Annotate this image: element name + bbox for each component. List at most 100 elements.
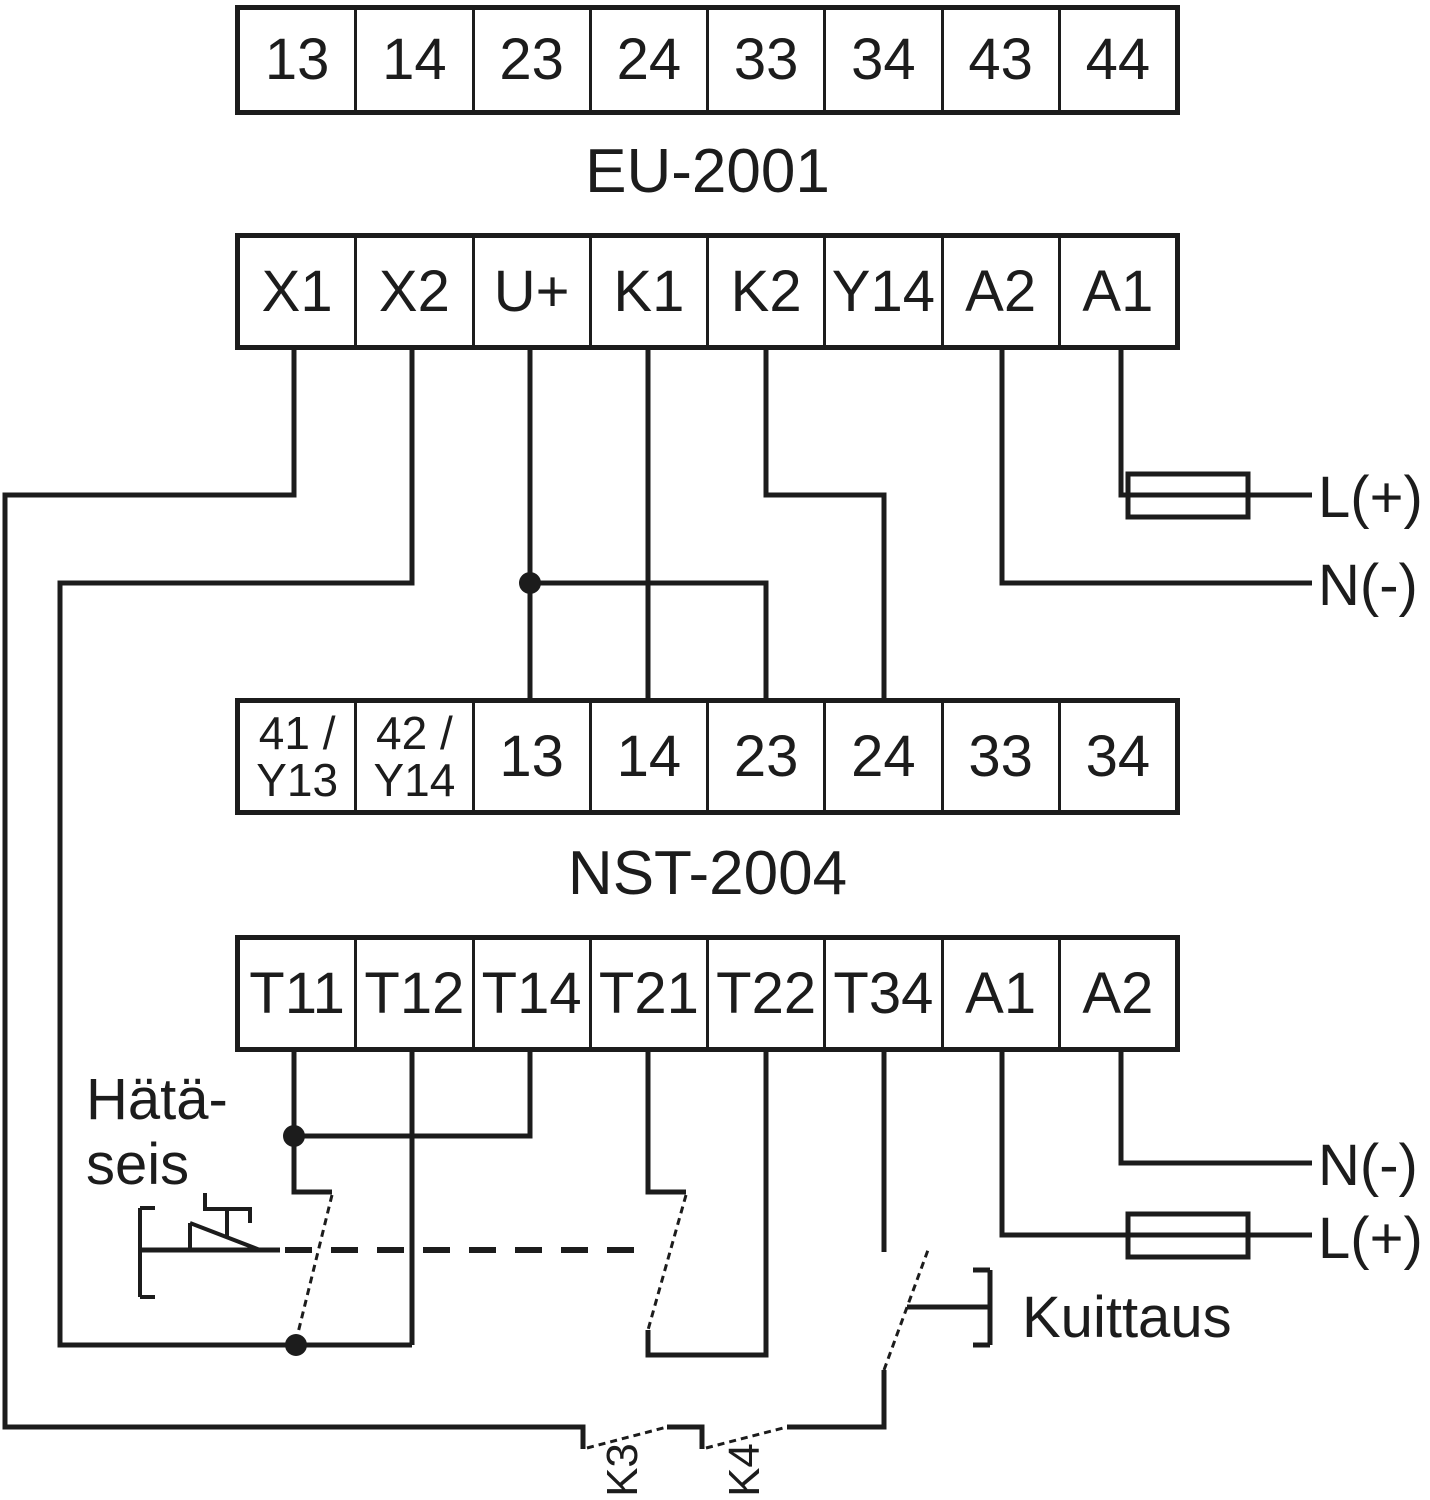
terminal-eu2001-44: 44 bbox=[1057, 10, 1175, 110]
terminal-label: 13 bbox=[499, 723, 564, 789]
terminal-label: T11 bbox=[249, 960, 345, 1026]
terminal-nst2004-13: 13 bbox=[471, 703, 589, 810]
wire-a2-neutral-top bbox=[999, 350, 1312, 586]
nst2004-upper-terminal-row: 41 / Y13 42 / Y14 13 14 23 24 33 34 bbox=[235, 698, 1180, 815]
terminal-label: 23 bbox=[499, 27, 564, 93]
terminal-label: 44 bbox=[1085, 27, 1151, 93]
wire-x1-return-loop bbox=[2, 350, 586, 1449]
reset-button-bracket bbox=[973, 1267, 993, 1348]
terminal-label: 24 bbox=[616, 27, 682, 93]
terminal-label: T22 bbox=[716, 960, 817, 1026]
wire-u-plus-branch bbox=[530, 580, 769, 698]
terminal-label: T14 bbox=[481, 960, 582, 1026]
terminal-eu2001-x1: X1 bbox=[240, 238, 354, 345]
terminal-label-line2: Y13 bbox=[256, 753, 339, 806]
estop-label-line2: seis bbox=[86, 1132, 190, 1197]
terminal-eu2001-23: 23 bbox=[471, 10, 589, 110]
wire-t11-t14-jumper bbox=[294, 1052, 533, 1139]
terminal-label: 43 bbox=[968, 27, 1033, 93]
terminal-label: A2 bbox=[1082, 960, 1154, 1026]
terminal-label: T21 bbox=[598, 960, 699, 1026]
terminal-nst2004-t22: T22 bbox=[706, 940, 823, 1047]
terminal-label-line1: 42 / bbox=[376, 706, 453, 759]
fuse-top bbox=[1125, 471, 1251, 520]
terminal-label: 33 bbox=[968, 723, 1033, 789]
wire-a2-neutral-bottom bbox=[1118, 1052, 1312, 1166]
terminal-eu2001-33: 33 bbox=[706, 10, 823, 110]
terminal-label: X2 bbox=[378, 258, 450, 324]
terminal-label: 34 bbox=[1085, 723, 1151, 789]
estop-label-line1: Hätä- bbox=[86, 1067, 228, 1132]
estop-contact-blade-1 bbox=[294, 1194, 334, 1342]
terminal-nst2004-t34: T34 bbox=[823, 940, 940, 1047]
terminal-nst2004-42-y14: 42 / Y14 bbox=[354, 703, 471, 810]
terminal-label: 33 bbox=[733, 27, 799, 93]
terminal-eu2001-43: 43 bbox=[940, 10, 1058, 110]
junction-dot-u-plus bbox=[519, 572, 541, 594]
terminal-eu2001-y14: Y14 bbox=[823, 238, 940, 345]
estop-actuator-triangle bbox=[188, 1221, 261, 1252]
terminal-nst2004-t21: T21 bbox=[588, 940, 706, 1047]
reset-contact-blade bbox=[882, 1249, 930, 1371]
terminal-eu2001-a1: A1 bbox=[1057, 238, 1175, 345]
terminal-nst2004-t14: T14 bbox=[471, 940, 589, 1047]
eu2001-module-title: EU-2001 bbox=[585, 137, 830, 206]
terminal-label: 14 bbox=[382, 27, 447, 93]
nst2004-module-title: NST-2004 bbox=[567, 839, 848, 908]
terminal-eu2001-x2: X2 bbox=[354, 238, 471, 345]
terminal-label: 24 bbox=[851, 723, 916, 789]
terminal-eu2001-13: 13 bbox=[240, 10, 354, 110]
terminal-label: 34 bbox=[851, 27, 916, 93]
k3-contact-blade bbox=[586, 1425, 668, 1450]
fuse-bottom bbox=[1125, 1211, 1251, 1260]
terminal-nst2004-a2: A2 bbox=[1057, 940, 1175, 1047]
terminal-eu2001-a2: A2 bbox=[940, 238, 1058, 345]
wire-t21-t22-bottom bbox=[645, 1052, 769, 1358]
wire-t21 bbox=[645, 1052, 686, 1195]
nst2004-t-terminal-row: T11 T12 T14 T21 T22 T34 A1 A2 bbox=[235, 935, 1180, 1052]
wire-k3-k4-link bbox=[667, 1424, 705, 1449]
terminal-label: 14 bbox=[616, 723, 682, 789]
k4-contact-label: K4 bbox=[720, 1443, 769, 1497]
wire-x2-loop bbox=[57, 350, 415, 1348]
k3-contact-label: K3 bbox=[598, 1443, 647, 1497]
terminal-label: K1 bbox=[613, 258, 685, 324]
supply-label-neutral-top: N(-) bbox=[1318, 553, 1418, 618]
junction-dot-estop-bottom bbox=[285, 1334, 307, 1356]
terminal-label: T34 bbox=[833, 960, 934, 1026]
terminal-label-line2: Y14 bbox=[373, 753, 456, 806]
terminal-label: A1 bbox=[965, 960, 1037, 1026]
terminal-nst2004-34: 34 bbox=[1057, 703, 1175, 810]
terminal-nst2004-14: 14 bbox=[588, 703, 706, 810]
terminal-nst2004-23: 23 bbox=[706, 703, 823, 810]
terminal-nst2004-a1: A1 bbox=[940, 940, 1058, 1047]
terminal-eu2001-34: 34 bbox=[823, 10, 940, 110]
terminal-label: T12 bbox=[364, 960, 465, 1026]
terminal-eu2001-u-plus: U+ bbox=[471, 238, 589, 345]
estop-contact-blade-2 bbox=[646, 1194, 688, 1331]
k4-contact-blade bbox=[705, 1425, 788, 1450]
terminal-eu2001-k1: K1 bbox=[588, 238, 706, 345]
wire-t11 bbox=[291, 1052, 332, 1195]
terminal-label: X1 bbox=[261, 258, 333, 324]
terminal-eu2001-24: 24 bbox=[588, 10, 706, 110]
reset-label: Kuittaus bbox=[1022, 1285, 1232, 1350]
terminal-label: 23 bbox=[733, 723, 799, 789]
terminal-label: A1 bbox=[1082, 258, 1154, 324]
terminal-nst2004-33: 33 bbox=[940, 703, 1058, 810]
junction-dot-t11 bbox=[283, 1125, 305, 1147]
terminal-nst2004-t12: T12 bbox=[354, 940, 471, 1047]
supply-label-neutral-bottom: N(-) bbox=[1318, 1133, 1418, 1198]
wire-a1-line-bottom bbox=[999, 1052, 1312, 1238]
terminal-label-line1: 41 / bbox=[258, 706, 336, 759]
estop-actuator-head bbox=[203, 1193, 252, 1236]
terminal-label: U+ bbox=[493, 258, 570, 324]
terminal-eu2001-14: 14 bbox=[354, 10, 471, 110]
estop-actuator-bracket bbox=[138, 1206, 155, 1299]
eu2001-contact-terminal-row: 13 14 23 24 33 34 43 44 bbox=[235, 5, 1180, 115]
terminal-nst2004-t11: T11 bbox=[240, 940, 354, 1047]
terminal-label: A2 bbox=[965, 258, 1037, 324]
eu2001-control-terminal-row: X1 X2 U+ K1 K2 Y14 A2 A1 bbox=[235, 233, 1180, 350]
terminal-nst2004-24: 24 bbox=[823, 703, 940, 810]
